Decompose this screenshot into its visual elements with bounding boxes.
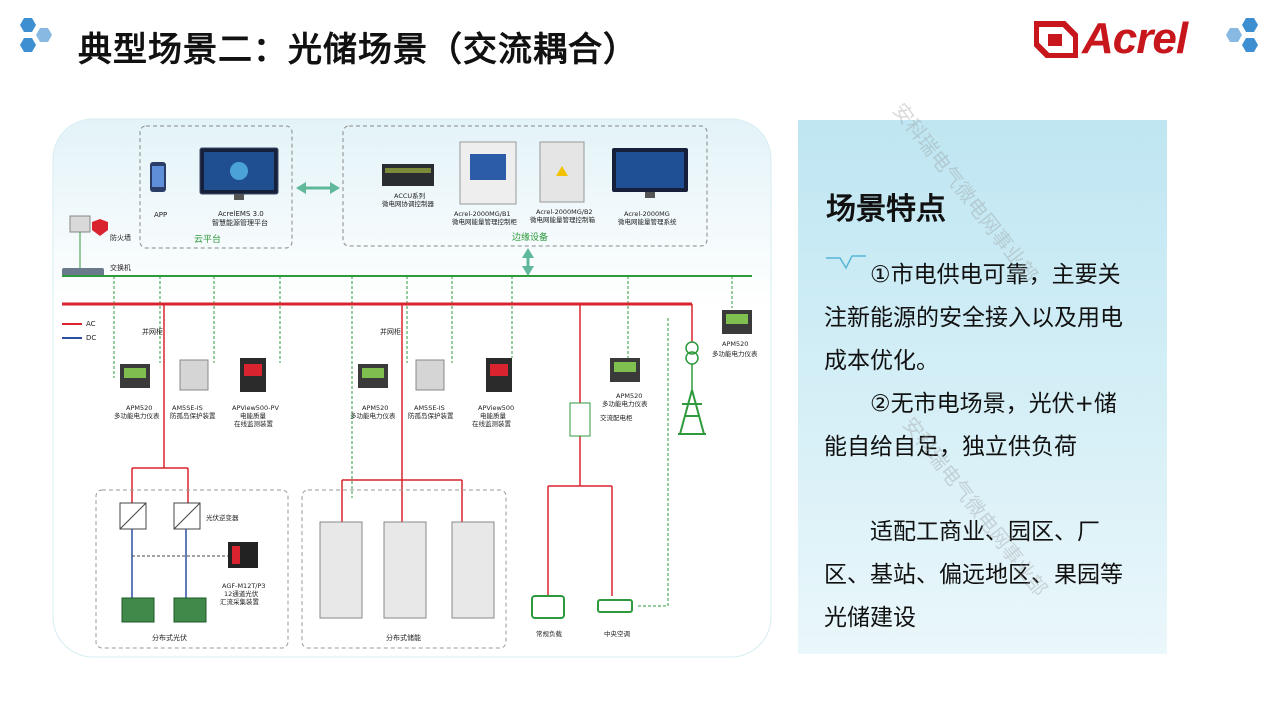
svg-text:微电网能量管理控制箱: 微电网能量管理控制箱 <box>530 215 596 224</box>
storage-cabinet-2-icon <box>383 521 427 619</box>
firewall-icon <box>69 215 91 233</box>
svg-text:分布式储能: 分布式储能 <box>386 633 421 642</box>
am5se-mid-icon <box>415 359 445 391</box>
storage-cabinet-3-icon <box>451 521 495 619</box>
svg-text:常规负载: 常规负载 <box>536 629 563 638</box>
accu-controller-icon <box>382 164 434 186</box>
cloud-group-box <box>139 125 293 249</box>
feature-para-2: ②无市电场景，光伏+储能自给自足，独立供负荷 <box>824 391 1117 460</box>
page-title: 典型场景二：光储场景（交流耦合） <box>78 30 638 70</box>
svg-text:汇流采集装置: 汇流采集装置 <box>220 597 260 606</box>
svg-text:光伏逆变器: 光伏逆变器 <box>206 513 239 522</box>
svg-text:APView500: APView500 <box>478 404 514 412</box>
system-diagram: 云平台 APP AcrelEMS 3.0 智慧能源管理平台 边缘设备 ACCU系… <box>52 118 772 658</box>
scenario-features-panel: 场景特点 ①市电供电可靠，主要关注新能源的安全接入以及用电成本优化。 ②无市电场… <box>798 120 1167 654</box>
motor-load-icon <box>531 595 565 619</box>
cloud-group-label: 云平台 <box>194 233 221 245</box>
svg-text:AC: AC <box>86 320 96 328</box>
pv-group-box <box>95 489 289 649</box>
svg-text:中央空调: 中央空调 <box>604 629 630 638</box>
svg-text:防孤岛保护装置: 防孤岛保护装置 <box>408 411 454 420</box>
svg-text:AcrelEMS 3.0: AcrelEMS 3.0 <box>218 210 264 218</box>
svg-text:APM520: APM520 <box>362 404 388 412</box>
svg-text:多功能电力仪表: 多功能电力仪表 <box>114 411 160 420</box>
svg-text:ACCU系列: ACCU系列 <box>394 191 425 200</box>
pylon-icon <box>678 389 706 435</box>
edge-group-box <box>342 125 708 247</box>
svg-text:Acrel-2000MG/B1: Acrel-2000MG/B1 <box>454 210 511 218</box>
svg-text:Acrel-2000MG: Acrel-2000MG <box>624 210 670 218</box>
features-heading: 场景特点 <box>826 192 946 227</box>
svg-text:DC: DC <box>86 334 96 342</box>
brand-logo: Acrel <box>1082 14 1188 63</box>
svg-text:多功能电力仪表: 多功能电力仪表 <box>350 411 396 420</box>
svg-text:防孤岛保护装置: 防孤岛保护装置 <box>170 411 216 420</box>
feature-para-1: ①市电供电可靠，主要关注新能源的安全接入以及用电成本优化。 <box>824 262 1123 374</box>
switch-icon <box>62 268 104 276</box>
aircon-load-icon <box>597 599 633 613</box>
svg-text:微电网能量管理控制柜: 微电网能量管理控制柜 <box>452 217 518 226</box>
svg-text:防火墙: 防火墙 <box>110 233 131 242</box>
svg-text:APView500-PV: APView500-PV <box>232 404 279 412</box>
svg-text:APM520: APM520 <box>126 404 152 412</box>
svg-text:分布式光伏: 分布式光伏 <box>152 633 187 642</box>
svg-text:12通道光伏: 12通道光伏 <box>224 589 259 598</box>
feature-para-3: 适配工商业、园区、厂区、基站、偏远地区、果园等光储建设 <box>824 519 1123 631</box>
svg-text:微电网能量管理系统: 微电网能量管理系统 <box>618 217 677 226</box>
svg-text:微电网协调控制器: 微电网协调控制器 <box>382 199 435 208</box>
transformer-icon <box>685 341 699 355</box>
storage-group-box <box>301 489 507 649</box>
logo-mark-icon <box>1034 21 1078 58</box>
svg-text:智慧能源管理平台: 智慧能源管理平台 <box>212 218 268 227</box>
pv-panel-1-icon <box>121 597 155 623</box>
svg-text:APM520: APM520 <box>722 340 748 348</box>
svg-text:在线监测装置: 在线监测装置 <box>472 419 512 428</box>
edge-group-label: 边缘设备 <box>512 231 548 243</box>
svg-text:APM520: APM520 <box>616 392 642 400</box>
svg-text:交流配电柜: 交流配电柜 <box>600 413 633 422</box>
edge-bus-link-arrow <box>522 248 534 276</box>
pv-panel-2-icon <box>173 597 207 623</box>
svg-text:在线监测装置: 在线监测装置 <box>234 419 274 428</box>
svg-text:电能质量: 电能质量 <box>240 411 267 420</box>
svg-text:并网柜: 并网柜 <box>142 327 163 336</box>
svg-text:AM5SE-IS: AM5SE-IS <box>172 404 203 412</box>
cloud-edge-link-arrow <box>296 182 340 194</box>
svg-text:AM5SE-IS: AM5SE-IS <box>414 404 445 412</box>
svg-text:多功能电力仪表: 多功能电力仪表 <box>712 349 758 358</box>
svg-text:并网柜: 并网柜 <box>380 327 401 336</box>
am5se-left-icon <box>179 359 209 391</box>
storage-cabinet-1-icon <box>319 521 363 619</box>
svg-text:交换机: 交换机 <box>110 263 131 272</box>
svg-text:Acrel-2000MG/B2: Acrel-2000MG/B2 <box>536 208 593 216</box>
svg-text:电能质量: 电能质量 <box>480 411 507 420</box>
header-hex-icon <box>20 18 52 52</box>
svg-text:AGF-M12T/P3: AGF-M12T/P3 <box>222 582 266 590</box>
logo-hex-icon <box>1226 18 1258 52</box>
svg-text:多功能电力仪表: 多功能电力仪表 <box>602 399 648 408</box>
svg-text:APP: APP <box>154 211 167 219</box>
ac-dist-cabinet-icon <box>569 402 591 437</box>
wave-divider-icon <box>826 255 866 270</box>
